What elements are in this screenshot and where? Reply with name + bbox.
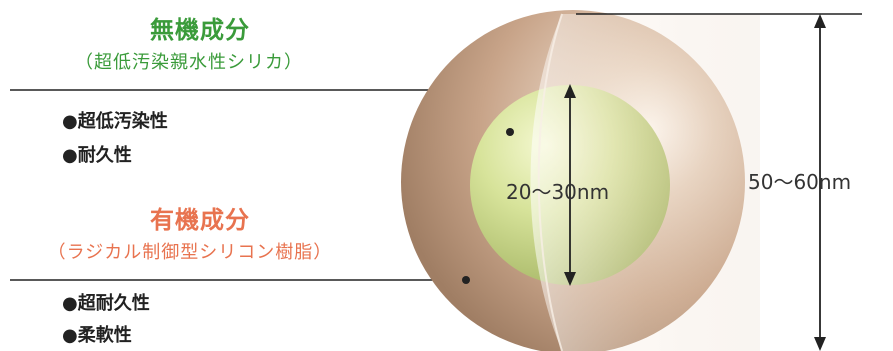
outer-arrow-bottom [814,337,826,351]
inner-arrow-top [564,84,576,98]
organic-title: 有機成分 [150,206,250,234]
organic-subtitle: （ラジカル制御型シリコン樹脂） [47,242,333,263]
outer-dimension-label: 50～60nm [748,170,852,194]
cut-edge [537,13,563,351]
inorganic-title: 無機成分 [150,16,250,44]
organic-feature-2: ●柔軟性 [62,325,132,346]
inorganic-pointer-dot [506,128,514,136]
inorganic-feature-2: ●耐久性 [62,145,132,166]
inorganic-subtitle: （超低汚染親水性シリカ） [75,52,303,73]
organic-pointer-dot [462,276,470,284]
outer-arrow-top [814,14,826,28]
organic-feature-1: ●超耐久性 [62,293,150,314]
inner-dimension-label: 20～30nm [506,180,610,204]
cut-slice [530,14,760,351]
inorganic-feature-1: ●超低汚染性 [62,111,168,132]
inner-arrow-bottom [564,272,576,286]
